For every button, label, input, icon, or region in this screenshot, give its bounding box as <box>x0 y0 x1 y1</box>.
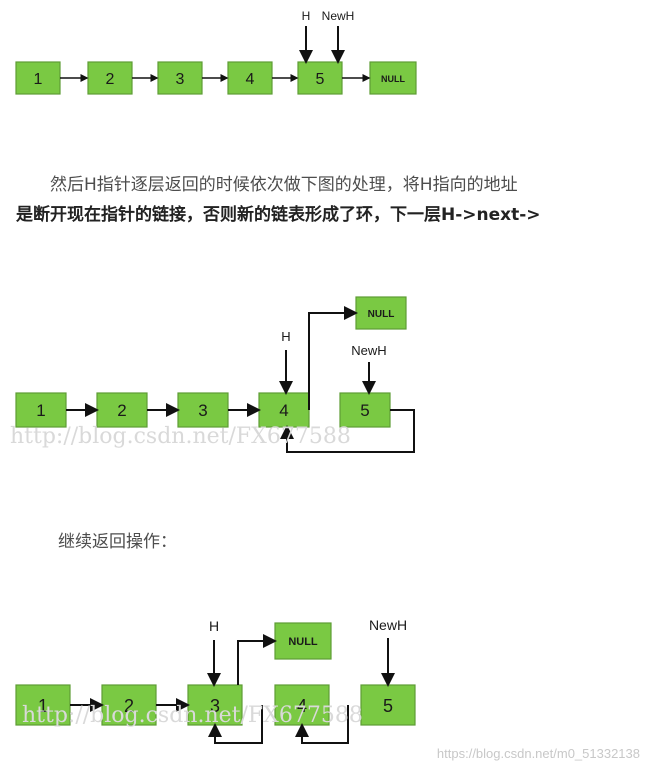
fig1-null-label: NULL <box>381 74 405 84</box>
fig2-pointer-h-label: H <box>281 329 290 344</box>
fig2-node-4: 4 <box>258 392 310 428</box>
fig3-null-label: NULL <box>288 636 318 648</box>
fig1-node-2-label: 2 <box>106 71 115 88</box>
fig2-node-2-label: 2 <box>117 401 126 420</box>
fig3-arrow-5-4 <box>295 705 349 744</box>
fig1-node-4: 4 <box>227 61 273 95</box>
fig3-pointer-h-label: H <box>209 618 219 634</box>
fig3-watermark: http://blog.csdn.net/FX677588 <box>22 703 363 728</box>
fig1-pointer-newh-label: NewH <box>322 9 355 23</box>
paragraph-1: 然后H指针逐层返回的时候依次做下图的处理，将H指向的地址 是断开现在指针的链接，… <box>16 170 648 230</box>
paragraph-2: 继续返回操作： <box>58 532 177 552</box>
fig3-node-4-label: 4 <box>297 696 307 716</box>
fig1-node-1-label: 1 <box>34 71 43 88</box>
figure-1: 1 2 3 4 5 NULL H <box>15 9 417 95</box>
fig2-node-1: 1 <box>15 392 67 428</box>
fig3-node-5: 5 <box>360 684 416 726</box>
fig3-node-3-label: 3 <box>210 696 220 716</box>
fig3-arrow-4-3 <box>208 705 263 744</box>
paragraph-1-line-1: 然后H指针逐层返回的时候依次做下图的处理，将H指向的地址 <box>50 175 518 195</box>
fig2-node-3-label: 3 <box>198 401 207 420</box>
fig1-node-4-label: 4 <box>246 71 255 88</box>
fig2-arrow-5-4 <box>280 409 415 453</box>
fig2-node-3: 3 <box>177 392 229 428</box>
fig3-pointer-newh-label: NewH <box>369 617 407 633</box>
fig1-node-3: 3 <box>157 61 203 95</box>
fig1-node-2: 2 <box>87 61 133 95</box>
fig3-arrow-3-null <box>237 634 277 685</box>
fig3-null-node: NULL <box>274 622 332 660</box>
fig1-node-5-label: 5 <box>316 71 325 88</box>
fig3-node-3: 3 <box>187 684 243 726</box>
fig1-node-5: 5 <box>297 61 343 95</box>
fig2-pointer-newh-label: NewH <box>351 343 386 358</box>
fig1-node-1: 1 <box>15 61 61 95</box>
fig2-node-2: 2 <box>96 392 148 428</box>
paragraph-1-line-2: 是断开现在指针的链接，否则新的链表形成了环，下一层H->next-> <box>16 205 541 225</box>
fig2-node-1-label: 1 <box>36 401 45 420</box>
fig3-node-1-label: 1 <box>38 696 48 716</box>
fig3-node-5-label: 5 <box>383 696 393 716</box>
fig3-node-2: 2 <box>101 684 157 726</box>
fig3-node-2-label: 2 <box>124 696 134 716</box>
footer-watermark: https://blog.csdn.net/m0_51332138 <box>437 746 640 761</box>
fig1-node-3-label: 3 <box>176 71 185 88</box>
fig2-null-label: NULL <box>368 309 395 320</box>
fig2-watermark: http://blog.csdn.net/FX677588 <box>10 424 351 449</box>
fig3-node-1: 1 <box>15 684 71 726</box>
fig2-null-node: NULL <box>355 296 407 330</box>
fig2-node-5-label: 5 <box>360 401 369 420</box>
fig1-null-node: NULL <box>369 61 417 95</box>
fig2-node-5: 5 <box>339 392 391 428</box>
fig2-arrow-4-null <box>308 306 358 410</box>
fig2-next-arrows <box>66 306 415 453</box>
figure-2: 1 2 3 4 5 NULL H NewH <box>10 296 415 453</box>
figure-3: 1 2 3 4 5 NULL H NewH <box>15 617 416 744</box>
fig1-pointer-h-label: H <box>302 9 311 23</box>
fig2-node-4-label: 4 <box>279 401 288 420</box>
fig3-next-arrows <box>70 634 349 744</box>
